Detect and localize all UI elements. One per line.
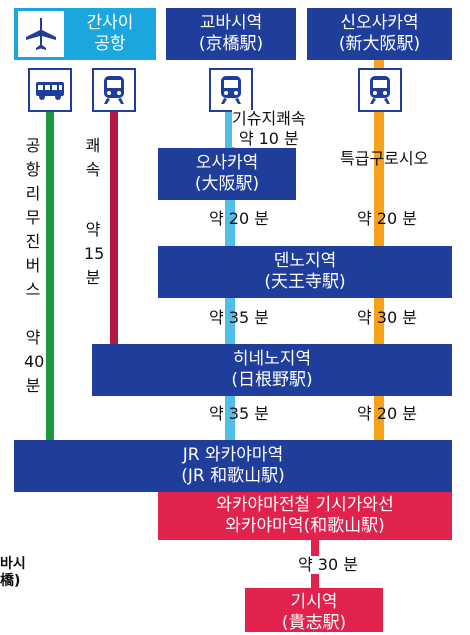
kyobashi-station-box[interactable]: 교바시역 (京橋駅) <box>166 8 296 60</box>
tennoji-station-box[interactable]: 덴노지역 (天王寺駅) <box>158 246 452 298</box>
tennoji-station-kanji: (天王寺駅) <box>264 272 346 292</box>
kishuji-rapid-name: 기슈지쾌속 <box>232 109 306 128</box>
tennoji-hineno-time-left: 약 35 분 <box>209 308 269 327</box>
airport-bus-line <box>46 108 54 440</box>
wakayama-dentetsu-station-name: 와카야마역(和歌山駅) <box>225 516 385 536</box>
kishuji-rapid-time: 약 10 분 <box>238 128 299 148</box>
train-icon <box>370 76 390 104</box>
osaka-station-name: 오사카역 <box>195 152 259 173</box>
train-icon-box-kishuji <box>209 68 253 112</box>
kishi-station-name: 기시역 <box>290 592 338 612</box>
kyobashi-station-name: 교바시역 <box>199 12 263 33</box>
shin-osaka-station-name: 신오사카역 <box>340 12 419 33</box>
train-icon-box-rapid <box>92 68 136 112</box>
cutoff-station-label-line1: 바시 <box>0 556 26 572</box>
hineno-wakayama-time-right: 약 20 분 <box>357 404 417 423</box>
cutoff-station-label-line2: 橋) <box>0 572 21 589</box>
osaka-station-kanji: (大阪駅) <box>194 174 260 194</box>
rapid-line <box>110 108 118 346</box>
kansai-airport-box[interactable]: 간사이 공항 <box>14 8 156 60</box>
train-icon-box-kuroshio <box>358 68 402 112</box>
bus-icon-box <box>28 68 72 112</box>
kishi-station-box[interactable]: 기시역 (貴志駅) <box>245 588 383 634</box>
bus-icon <box>36 82 64 100</box>
wakayama-dentetsu-station-box[interactable]: 와카야마전철 기시가와선 와카야마역(和歌山駅) <box>158 492 452 540</box>
train-icon <box>104 76 124 104</box>
kishi-station-kanji: (貴志駅) <box>281 613 347 634</box>
wakayama-dentetsu-line-name: 와카야마전철 기시가와선 <box>216 494 394 515</box>
shin-osaka-station-kanji: (新大阪駅) <box>338 34 421 54</box>
jr-wakayama-station-kanji: (JR 和歌山駅) <box>181 466 285 486</box>
tennoji-station-name: 덴노지역 <box>273 250 337 271</box>
hineno-station-kanji: (日根野駅) <box>231 370 313 390</box>
kansai-airport-name-2: 공항 <box>94 34 126 54</box>
train-icon <box>221 76 241 104</box>
hineno-station-box[interactable]: 히네노지역 (日根野駅) <box>92 344 452 396</box>
osaka-station-box[interactable]: 오사카역 (大阪駅) <box>158 148 296 200</box>
kuroshio-label: 특급구로시오 <box>340 149 429 168</box>
wakayama-kishi-time: 약 30 분 <box>298 555 358 574</box>
cutoff-station-label: 바시 橋) <box>0 556 26 590</box>
tennoji-hineno-time-right: 약 30 분 <box>357 308 417 327</box>
hineno-station-name: 히네노지역 <box>232 348 312 369</box>
jr-wakayama-station-box[interactable]: JR 와카야마역 (JR 和歌山駅) <box>14 440 452 492</box>
shin-osaka-tennoji-time: 약 20 분 <box>357 209 417 228</box>
kansai-airport-name-1: 간사이 <box>86 12 134 33</box>
airplane-icon <box>18 11 64 57</box>
kishuji-rapid-label: 기슈지쾌속 약 10 분 <box>232 109 306 148</box>
shin-osaka-station-box[interactable]: 신오사카역 (新大阪駅) <box>307 8 452 60</box>
kyobashi-station-kanji: (京橋駅) <box>198 34 264 54</box>
hineno-wakayama-time-left: 약 35 분 <box>209 404 269 423</box>
osaka-tennoji-time: 약 20 분 <box>209 209 269 228</box>
jr-wakayama-station-name: JR 와카야마역 <box>182 444 284 465</box>
